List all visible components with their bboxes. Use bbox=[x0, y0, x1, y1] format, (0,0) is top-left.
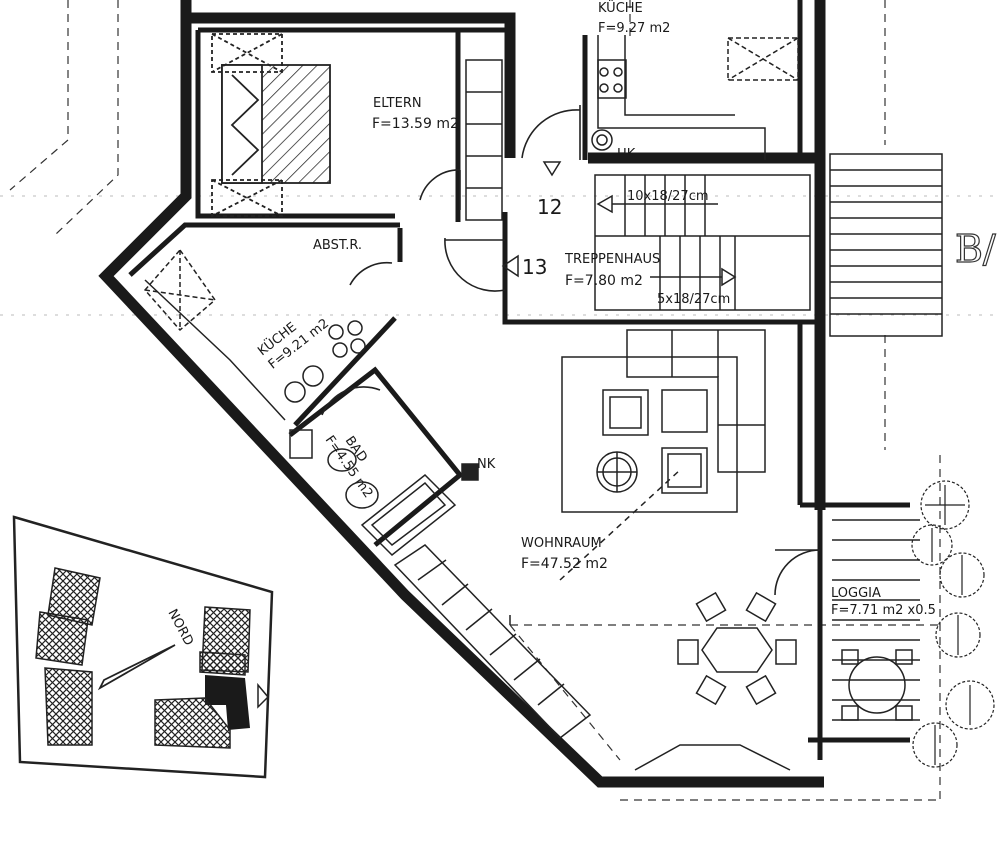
interior-walls bbox=[128, 0, 910, 760]
wardrobe bbox=[465, 59, 503, 221]
room-area-loggia: F=7.71 m2 x0.5 bbox=[831, 603, 936, 618]
stair-dimension-lower: 5x18/27cm bbox=[657, 292, 730, 307]
faint-grid-lines bbox=[0, 195, 1000, 316]
dining-table bbox=[677, 591, 797, 706]
trees bbox=[911, 480, 995, 768]
loggia-fixtures bbox=[634, 519, 920, 771]
stair-dimension-upper: 10x18/27cm bbox=[627, 189, 709, 204]
step-number-12: 12 bbox=[537, 195, 562, 219]
doors bbox=[321, 105, 821, 596]
room-area-wohnraum: F=47.52 m2 bbox=[521, 556, 608, 572]
room-name-kueche-top: KÜCHE bbox=[598, 0, 643, 16]
living-room-furniture bbox=[559, 329, 766, 581]
top-kitchen-fixtures bbox=[591, 35, 799, 160]
room-name-treppenhaus: TREPPENHAUS bbox=[564, 252, 660, 267]
north-label: NORD bbox=[164, 607, 196, 648]
room-name-wohnraum: WOHNRAUM bbox=[521, 536, 602, 551]
room-area-eltern: F=13.59 m2 bbox=[372, 116, 459, 132]
staircase bbox=[501, 161, 811, 311]
diagonal-bench bbox=[393, 544, 592, 740]
room-area-kueche-top: F=9.27 m2 bbox=[598, 21, 670, 36]
block-letter: B/ bbox=[955, 227, 996, 271]
bathroom-fixtures bbox=[289, 429, 479, 557]
terrace-steps bbox=[829, 153, 943, 337]
room-name-eltern: ELTERN bbox=[373, 96, 422, 111]
nk-label: NK bbox=[477, 457, 496, 472]
north-arrow-icon bbox=[97, 644, 176, 691]
abstellraum-label: ABST.R. bbox=[313, 238, 362, 253]
room-name-loggia: LOGGIA bbox=[831, 586, 881, 601]
hk-label: HK bbox=[617, 147, 636, 162]
site-plan-inset bbox=[12, 515, 274, 779]
room-area-treppenhaus: F=7.80 m2 bbox=[565, 273, 643, 289]
small-kitchen-fixtures bbox=[144, 248, 366, 421]
context-lines bbox=[9, 0, 941, 801]
room-labels: KÜCHE F=9.27 m2 ELTERN F=13.59 m2 ABST.R… bbox=[164, 0, 996, 648]
step-number-13: 13 bbox=[522, 255, 547, 279]
double-bed bbox=[211, 33, 331, 217]
